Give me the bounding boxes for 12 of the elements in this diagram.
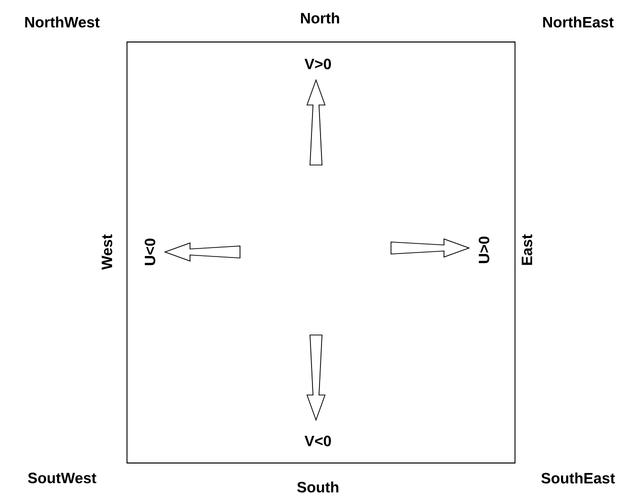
side-label: West	[102, 234, 112, 270]
corner-label: SoutWest	[28, 472, 96, 484]
velocity-label: U>0	[478, 236, 490, 264]
side-label: North	[301, 12, 340, 24]
velocity-label: V<0	[304, 436, 331, 446]
velocity-label: V>0	[304, 58, 331, 70]
side-label: South	[297, 482, 338, 492]
velocity-label: U<0	[144, 238, 156, 266]
corner-label: NorthWest	[25, 16, 100, 28]
corner-label: SouthEast	[541, 472, 615, 484]
side-label: East	[522, 234, 532, 265]
corner-label: NorthEast	[543, 16, 614, 28]
